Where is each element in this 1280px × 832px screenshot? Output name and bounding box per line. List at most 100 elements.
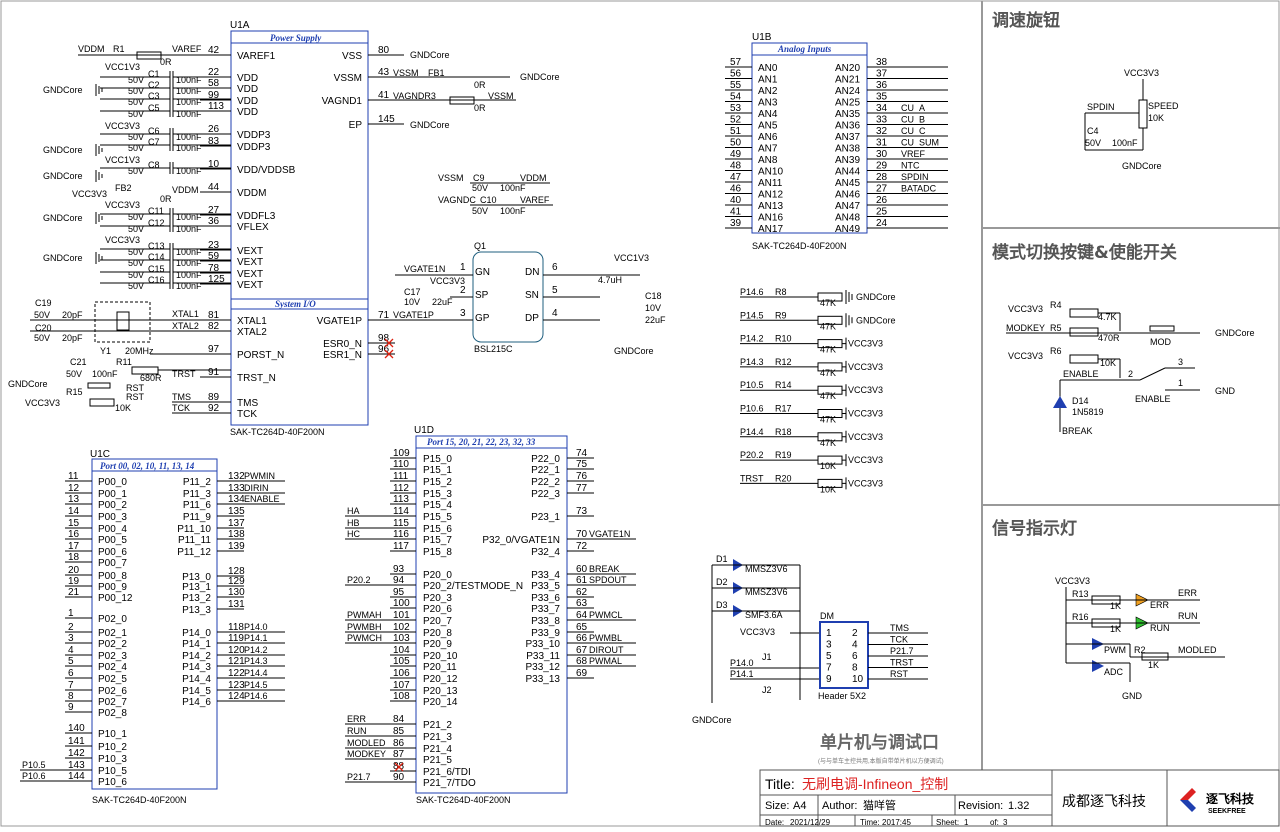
company-logo-icon [1180,788,1196,812]
led-r2v: 1K [1148,660,1159,670]
u1b-pin-num: 53 [730,103,742,114]
pullup-to: VCC3V3 [848,455,883,465]
u1c-part: SAK-TC264D-40F200N [92,795,187,805]
u1a-pin-num: 99 [208,90,220,101]
debug-pin-even: 10 [852,674,864,685]
net-vddm: VDDM [78,44,105,54]
led-pwm: PWM [1104,645,1126,655]
gnd-label: GNDCore [43,145,83,155]
u1a-pin-num: 59 [208,251,220,262]
pullup-to: VCC3V3 [848,339,883,349]
u1a-pin-num: 42 [208,45,220,56]
mode-r4v: 4.7K [1098,312,1117,322]
u1b-pin-num: 48 [730,161,742,172]
pullup-to: VCC3V3 [848,409,883,419]
u1c-pin-num: 4 [68,645,74,656]
led-modled: MODLED [1178,645,1217,655]
cap-value: 100nF [176,224,202,234]
u1c-net: P10.6 [22,771,46,781]
cap-value: 100nF [176,143,202,153]
u1d-pin-num: 61 [576,575,588,586]
net-vssm-label: VSSM [393,68,419,78]
net-gnd-vss: GNDCore [410,50,450,60]
pullup-val: 47K [820,345,836,355]
q1-num-2: 2 [460,285,466,296]
u1b-pin-name: AN11 [758,178,783,189]
u1b-pin-name: AN21 [835,75,860,86]
gnd-label: GNDCore [43,171,83,181]
u1c-pin-num: 9 [68,702,74,713]
pullup-to: VCC3V3 [848,362,883,372]
u1a-pin-name: VDD [237,96,258,107]
net-vcc1v3-q1: VCC1V3 [614,253,649,263]
u1a-pin-num: 96 [378,344,390,355]
cap-voltage: 50V [128,212,144,222]
mode-r5: R5 [1050,323,1062,333]
u1b-pins: 57AN056AN155AN254AN353AN452AN551AN650AN7… [725,57,948,235]
u1a-pin-name: XTAL2 [237,327,267,338]
u1b-pin-num: 27 [876,184,888,195]
u1b-pin-num: 47 [730,172,742,183]
tb-author-label: Author: [822,800,857,812]
gnd-label: GNDCore [43,213,83,223]
mode-r5v: 470R [1098,333,1120,343]
u1b-pin-num: 41 [730,207,742,218]
ref-q1: Q1 [474,241,486,251]
q1-num-5: 5 [552,285,558,296]
u1d-net: HB [347,518,360,528]
u1d-pin-num: 107 [393,680,410,691]
u1d-pin-num: 113 [393,494,409,505]
u1d-pin-name: P33_6 [531,593,560,604]
u1b-net: CU_C [901,126,926,136]
led-circuit: VCC3V3 R13 1K ERR ERR R16 1K RUN RUN PWM… [1055,576,1225,701]
u1b-pin-num: 24 [876,218,888,229]
cap-value: 100nF [176,86,202,96]
pullup-ref: R10 [775,334,792,344]
u1b-pin-name: AN17 [758,224,783,235]
net-vagnd: VAGNDR3 [393,91,436,101]
u1d-pin-name: P21_5 [423,755,452,766]
u1d-pin-num: 77 [576,483,588,494]
pullup-ref: R19 [775,450,792,460]
u1d-pin-name: P20_2/TESTMODE_N [423,581,523,592]
net-vddm-b: VDDM [172,185,199,195]
u1a-pin-name: VDDFL3 [237,211,276,222]
tb-rev-label: Revision: [958,800,1003,812]
debug-pin-odd: 3 [826,640,832,651]
q1-pin-gn: GN [475,267,490,278]
val-fb1: 0R [474,80,486,90]
u1b-pin-num: 50 [730,138,742,149]
u1c-pin-num: 7 [68,680,74,691]
u1d-pin-num: 116 [393,529,409,540]
pullup-ref: R14 [775,380,792,390]
cap-value: 100nF [176,132,202,142]
u1c-pin-num: 119 [228,633,244,644]
u1b-pin-num: 36 [876,80,888,91]
u1c-header: Port 00, 02, 10, 11, 13, 14 [100,461,195,471]
u1b-net: CU_B [901,115,925,125]
u1d-net: MODLED [347,738,386,748]
u1c-pin-num: 1 [68,608,74,619]
u1d-pin-name: P20_14 [423,697,458,708]
u1a-pin-name: PORST_N [237,350,284,361]
diode-d14 [1053,396,1067,408]
u1c-pin-num: 16 [68,529,80,540]
u1a-pin-num: 113 [208,101,224,112]
net-tms: TMS [172,392,191,402]
net-gnd-crystal: GNDCore [8,379,48,389]
pullup-net: P14.4 [740,427,764,437]
debug-net: TRST [890,658,914,668]
u1c-pin-name: P14_1 [182,639,211,650]
u1b-pin-num: 46 [730,184,742,195]
tb-time: 2017:45 [882,818,911,827]
u1c-pin-name: P00_12 [98,593,133,604]
cap-voltage: 50V [128,281,144,291]
u1c-net: P14.4 [244,668,268,678]
u1c-pin-name: P10_6 [98,777,127,788]
u1d-pin-num: 101 [393,610,410,621]
ref-c18: C18 [645,291,662,301]
u1c-pin-num: 18 [68,552,80,563]
cap-voltage: 50V [128,97,144,107]
cap-value: 100nF [176,166,202,176]
